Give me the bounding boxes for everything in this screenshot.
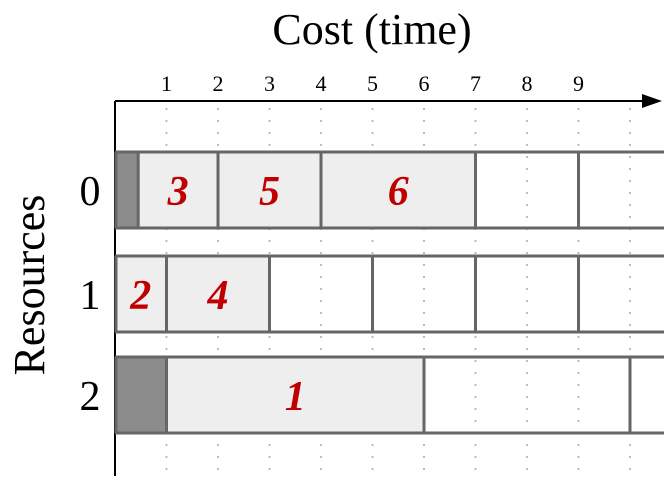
y-axis-label: Resources — [5, 195, 54, 376]
x-tick-label: 2 — [213, 71, 224, 96]
task-block — [138, 152, 218, 228]
task-block — [166, 256, 270, 332]
x-axis-arrowhead — [642, 94, 662, 108]
idle-block — [115, 357, 167, 433]
x-tick-label: 1 — [161, 71, 172, 96]
x-tick-label: 9 — [573, 71, 584, 96]
task-label: 1 — [285, 374, 306, 420]
idle-block — [115, 152, 139, 228]
x-tick-label: 7 — [470, 71, 481, 96]
resource-label: 1 — [80, 273, 101, 319]
resource-label: 0 — [80, 169, 101, 215]
x-tick-label: 8 — [522, 71, 533, 96]
resource-row-0: 3 5 6 0 — [80, 150, 664, 230]
task-block — [321, 152, 476, 228]
x-tick-labels: 1 2 3 4 5 6 7 8 9 — [161, 71, 584, 96]
chart-title: Cost (time) — [272, 5, 471, 54]
x-tick-label: 4 — [316, 71, 327, 96]
task-label: 3 — [167, 169, 189, 215]
task-label: 5 — [259, 169, 280, 215]
resource-row-1: 2 4 1 — [80, 254, 664, 334]
task-block — [218, 152, 321, 228]
resource-label: 2 — [80, 374, 101, 420]
task-label: 2 — [129, 273, 151, 319]
task-label: 4 — [207, 273, 229, 319]
x-tick-label: 5 — [367, 71, 378, 96]
x-tick-label: 6 — [419, 71, 430, 96]
task-block — [166, 357, 424, 433]
resource-row-2: 12 — [80, 355, 664, 435]
task-block — [115, 256, 167, 332]
x-tick-label: 3 — [264, 71, 275, 96]
task-label: 6 — [388, 169, 409, 215]
